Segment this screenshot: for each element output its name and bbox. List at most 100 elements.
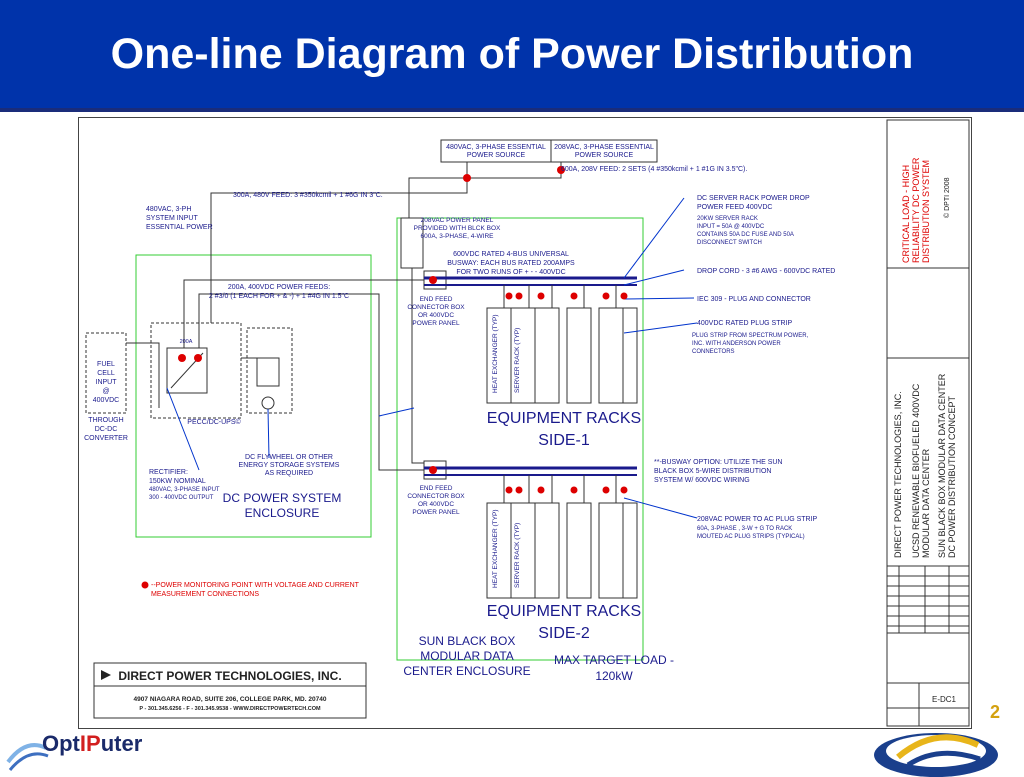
dc-feed-bottom bbox=[198, 293, 424, 471]
callout-plug-src-2: INC. WITH ANDERSON POWER bbox=[692, 341, 781, 347]
leader-iec bbox=[623, 297, 695, 300]
source-208-line1: 208VAC, 3-PHASE ESSENTIAL bbox=[554, 144, 654, 151]
dc-enclosure-1: DC POWER SYSTEM bbox=[223, 491, 342, 505]
fuel-cell-link bbox=[126, 342, 160, 408]
legend-dot bbox=[141, 581, 149, 589]
source-208-line2: POWER SOURCE bbox=[575, 152, 634, 159]
tb-critical-1: CRITICAL LOAD - HIGH bbox=[901, 165, 911, 263]
callout-plug-strip: 400VDC RATED PLUG STRIP bbox=[697, 320, 793, 327]
leader-rectifier bbox=[166, 387, 200, 471]
end-feed-1-line1: END FEED bbox=[420, 296, 453, 303]
source-480-line2: POWER SOURCE bbox=[467, 152, 526, 159]
company-contact: P - 301.345.6256 - F - 301.345.9538 - WW… bbox=[139, 706, 321, 712]
callout-ac-strip: 208VAC POWER TO AC PLUG STRIP bbox=[697, 516, 818, 523]
tb-project-2: MODULAR DATA CENTER bbox=[921, 448, 931, 558]
tb-drawing-no: E-DC1 bbox=[932, 695, 957, 704]
rectifier-block bbox=[166, 347, 208, 394]
leader-dc-feeds bbox=[378, 407, 415, 417]
busway-option-2: BLACK BOX 5-WIRE DISTRIBUTION bbox=[654, 468, 771, 475]
tb-project-1: UCSD RENEWABLE BIOFUELED 400VDC bbox=[911, 383, 921, 558]
feed-600a-label: 600A, 208V FEED: 2 SETS (4 #350kcmil + 1… bbox=[561, 166, 747, 173]
panel-208-line1: 208VAC POWER PANEL bbox=[421, 217, 494, 224]
racks-side1 bbox=[486, 285, 638, 404]
max-load-2: 120kW bbox=[595, 669, 633, 683]
legend-line1: --POWER MONITORING POINT WITH VOLTAGE AN… bbox=[151, 582, 360, 589]
flywheel-box bbox=[246, 327, 293, 414]
breaker-200a: 200A bbox=[180, 339, 193, 345]
callout-ac-detail-1: 60A, 3-PHASE , 3-W + G TO RACK bbox=[697, 526, 792, 532]
callout-iec: IEC 309 - PLUG AND CONNECTOR bbox=[697, 296, 811, 303]
end-feed-box-side1 bbox=[423, 270, 447, 290]
flywheel-2: ENERGY STORAGE SYSTEMS bbox=[239, 462, 340, 469]
pecc-ups-box bbox=[150, 322, 242, 419]
optiputer-logo: OptIPuter bbox=[42, 731, 142, 757]
callout-drop-cord: DROP CORD - 3 #6 AWG - 600VDC RATED bbox=[697, 268, 835, 275]
page-number: 2 bbox=[990, 702, 1001, 722]
sun-box-3: CENTER ENCLOSURE bbox=[403, 664, 530, 678]
leader-drop-cord bbox=[623, 269, 685, 286]
through-1: THROUGH bbox=[88, 417, 123, 424]
diagram-svg: 480VAC, 3-PHASE ESSENTIAL POWER SOURCE 2… bbox=[84, 119, 970, 727]
title-bar bbox=[0, 0, 1024, 108]
fuel-cell-2: CELL bbox=[97, 370, 115, 377]
feeds-200a-line2: 2 #3/0 (1 EACH FOR + & -) + 1 #4G IN 1.5… bbox=[209, 293, 349, 300]
callout-plug-src-1: PLUG STRIP FROM SPECTRUM POWER, bbox=[692, 333, 809, 339]
end-feed-1-line3: OR 400VDC bbox=[418, 312, 454, 319]
fuel-cell-5: 400VDC bbox=[93, 397, 119, 404]
dc-enclosure-2: ENCLOSURE bbox=[245, 506, 320, 520]
leader-plug-strip bbox=[623, 322, 698, 334]
callout-plug-src-3: CONNECTORS bbox=[692, 349, 735, 355]
panel-208-line2: PROVIDED WITH BLCK BOX bbox=[414, 225, 501, 232]
server-rack-label-2: SERVER RACK (TYP) bbox=[514, 523, 521, 588]
rectifier-4: 300 - 400VDC OUTPUT bbox=[149, 495, 214, 501]
server-rack-label-1: SERVER RACK (TYP) bbox=[514, 328, 521, 393]
flywheel-1: DC FLYWHEEL OR OTHER bbox=[245, 454, 333, 461]
end-feed-2-line3: OR 400VDC bbox=[418, 501, 454, 508]
pecc-label: PECC/DC-UPS© bbox=[187, 418, 241, 426]
end-feed-2-line1: END FEED bbox=[420, 485, 453, 492]
one-line-diagram: 480VAC, 3-PHASE ESSENTIAL POWER SOURCE 2… bbox=[78, 117, 972, 729]
logo-pre: Opt bbox=[42, 731, 80, 756]
fuel-cell-4: @ bbox=[102, 388, 109, 395]
racks-side2 bbox=[486, 475, 638, 599]
rectifier-3: 480VAC, 3-PHASE INPUT bbox=[149, 487, 220, 493]
tb-critical-2: RELIABILITY DC POWER bbox=[911, 157, 921, 263]
end-feed-2-line4: POWER PANEL bbox=[412, 509, 460, 516]
company-logo-icon bbox=[101, 670, 111, 680]
tb-copyright: © DPTI 2008 bbox=[943, 177, 951, 218]
busway-600-line3: FOR TWO RUNS OF + - - 400VDC bbox=[456, 269, 565, 276]
sun-box-2: MODULAR DATA bbox=[420, 649, 514, 663]
panel-208-line3: 600A, 3-PHASE, 4-WIRE bbox=[421, 233, 495, 240]
callout-dc-drop-1: DC SERVER RACK POWER DROP bbox=[697, 195, 810, 202]
sun-box-1: SUN BLACK BOX bbox=[419, 634, 516, 648]
flywheel-symbol bbox=[261, 396, 275, 410]
callout-rack-2: INPUT = 50A @ 400VDC bbox=[697, 224, 765, 230]
busway-option-1: **-BUSWAY OPTION: UTILIZE THE SUN bbox=[654, 459, 782, 466]
racks-side1-sub: SIDE-1 bbox=[538, 432, 590, 449]
max-load-1: MAX TARGET LOAD - bbox=[554, 653, 674, 667]
end-feed-1-line2: CONNECTOR BOX bbox=[407, 304, 465, 311]
legend-line2: MEASUREMENT CONNECTIONS bbox=[151, 591, 259, 598]
callout-dc-drop-2: POWER FEED 400VDC bbox=[697, 204, 772, 211]
leader-dc-drop bbox=[623, 197, 685, 279]
feed-208-line bbox=[408, 162, 562, 218]
fuel-cell-box bbox=[85, 332, 127, 414]
dc-feed-top bbox=[183, 279, 424, 348]
slide-title: One-line Diagram of Power Distribution bbox=[110, 30, 914, 78]
title-block bbox=[886, 119, 970, 727]
leader-ac-strip bbox=[623, 497, 698, 519]
flywheel-block bbox=[256, 357, 280, 387]
ac-panel-feed bbox=[411, 268, 424, 464]
tb-company: DIRECT POWER TECHNOLOGIES, INC. bbox=[893, 391, 903, 558]
busway-600-line1: 600VDC RATED 4-BUS UNIVERSAL bbox=[453, 251, 569, 258]
heat-exchanger-label-2: HEAT EXCHANGER (TYP) bbox=[492, 510, 499, 589]
racks-side2-title: EQUIPMENT RACKS bbox=[487, 603, 641, 620]
dc-system-enclosure bbox=[135, 254, 372, 538]
rectifier-1: RECTIFIER: bbox=[149, 469, 188, 476]
end-feed-1-line4: POWER PANEL bbox=[412, 320, 460, 327]
logo-ip: IP bbox=[79, 731, 101, 756]
racks-side1-title: EQUIPMENT RACKS bbox=[487, 410, 641, 427]
busway-option-3: SYSTEM W/ 600VDC WIRING bbox=[654, 477, 750, 484]
through-3: CONVERTER bbox=[84, 435, 128, 442]
rectifier-2: 150KW NOMINAL bbox=[149, 478, 206, 485]
